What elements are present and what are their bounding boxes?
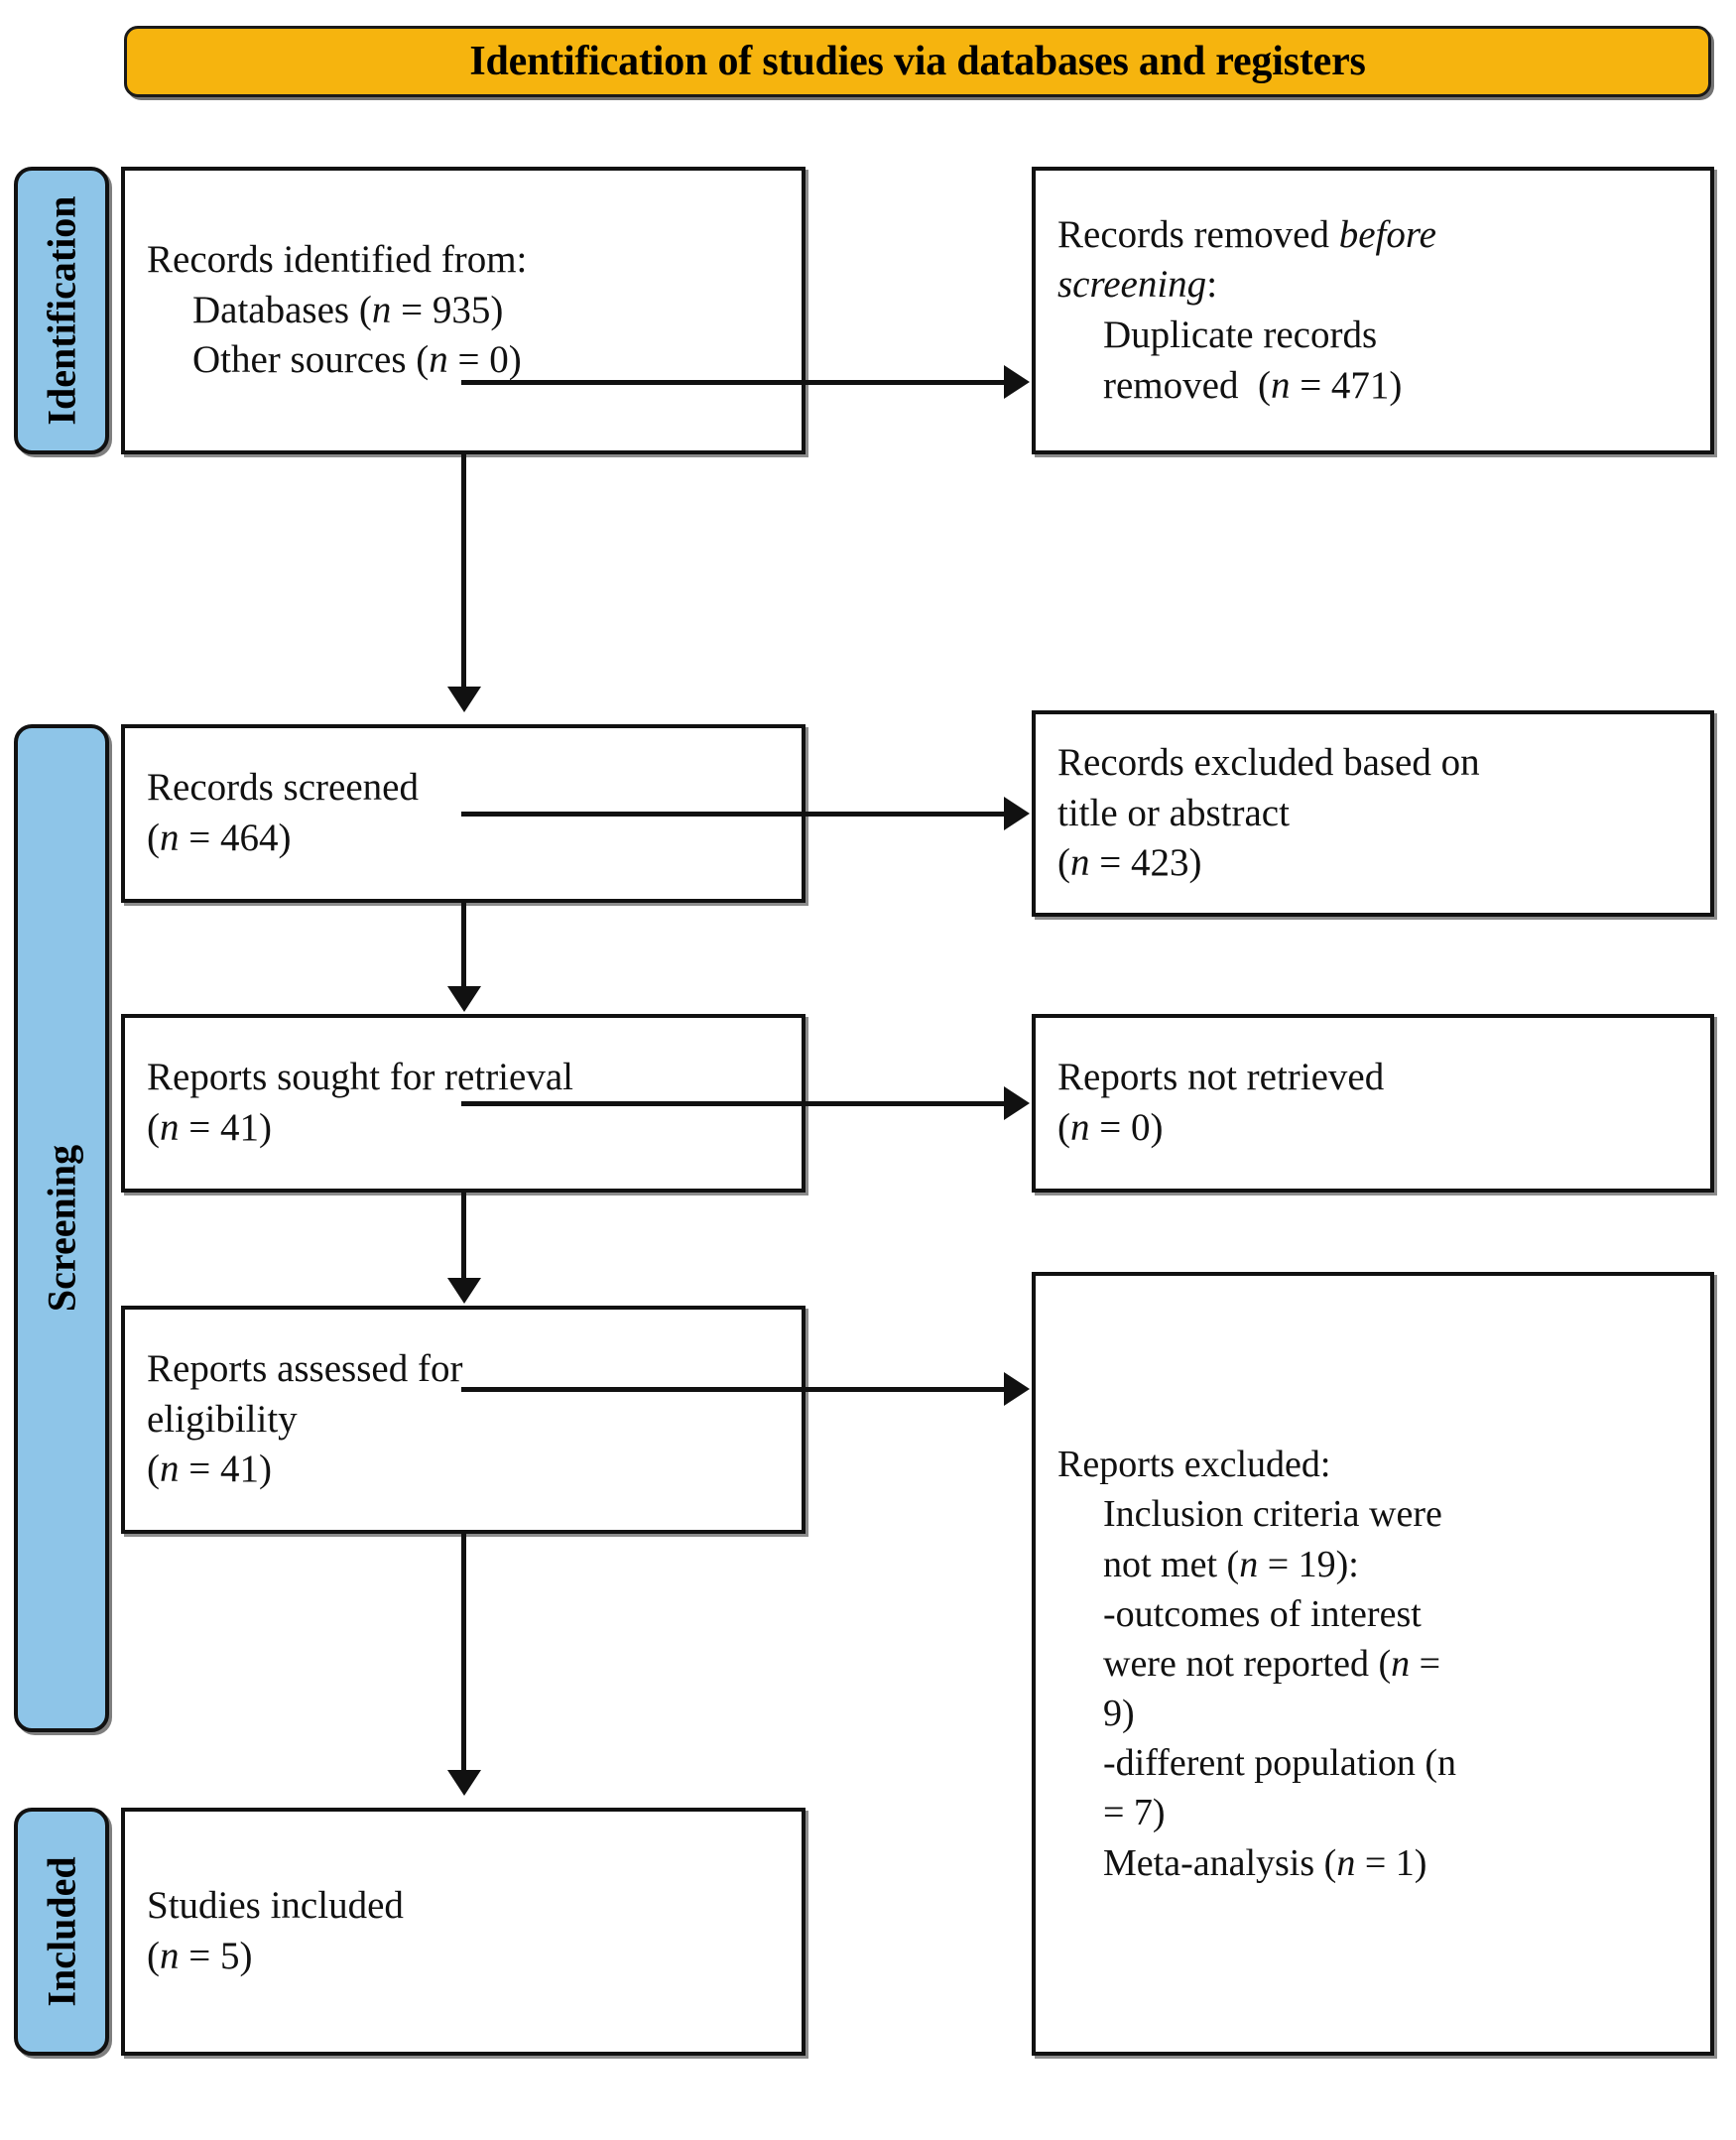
records-screened-label: Records screened: [147, 766, 419, 810]
node-reports-excluded: Reports excluded: Inclusion criteria wer…: [1032, 1272, 1714, 2056]
connector-identified-to-removed-line: [461, 380, 1007, 385]
records-removed-line-2: screening:: [1057, 260, 1688, 311]
records-removed-line-1: Records removed before: [1057, 210, 1688, 261]
node-reports-assessed-body: Reports assessed for eligibility (n = 41…: [125, 1344, 802, 1495]
connector-screened-to-excluded-ta-line: [461, 812, 1007, 817]
connector-sought-to-not-retrieved-arrow: [1004, 1086, 1030, 1120]
connector-assessed-to-excluded-line: [461, 1387, 1007, 1392]
reports-not-retrieved-label: Reports not retrieved: [1057, 1056, 1385, 1099]
node-records-screened-body: Records screened (n = 464): [125, 763, 802, 863]
reports-sought-label: Reports sought for retrieval: [147, 1056, 573, 1099]
records-removed-before-emphasis: before: [1338, 212, 1436, 256]
connector-assessed-to-studies-line: [461, 1534, 466, 1772]
node-studies-included: Studies included (n = 5): [121, 1808, 806, 2056]
connector-identified-to-screened-arrow: [447, 687, 481, 712]
connector-identified-to-screened-line: [461, 454, 466, 689]
stage-label-screening-text: Screening: [39, 1144, 84, 1313]
records-identified-databases: Databases (n = 935): [192, 288, 504, 331]
node-studies-included-body: Studies included (n = 5): [125, 1881, 802, 1981]
node-records-identified: Records identified from: Databases (n = …: [121, 167, 806, 454]
node-records-removed-body: Records removed before screening: Duplic…: [1036, 210, 1710, 412]
stage-label-included: Included: [14, 1808, 109, 2056]
reports-excluded-population-line-1: -different population (n: [1103, 1742, 1456, 1785]
diagram-header-banner: Identification of studies via databases …: [124, 26, 1711, 97]
node-records-excluded-title-abstract-body: Records excluded based on title or abstr…: [1036, 738, 1710, 889]
records-excluded-ta-count: (n = 423): [1057, 841, 1202, 885]
reports-excluded-inclusion-line-2: not met (n = 19):: [1103, 1543, 1359, 1585]
connector-assessed-to-studies-arrow: [447, 1770, 481, 1796]
connector-sought-to-assessed-line: [461, 1193, 466, 1280]
stage-label-identification-text: Identification: [39, 195, 84, 426]
records-screened-count: (n = 464): [147, 817, 292, 859]
records-removed-line-2-colon: :: [1206, 263, 1218, 307]
reports-assessed-line-2: eligibility: [147, 1397, 298, 1441]
reports-excluded-outcomes-line-3: 9): [1103, 1693, 1135, 1735]
records-removed-duplicate-label: Duplicate records: [1103, 314, 1378, 356]
connector-identified-to-removed-arrow: [1004, 365, 1030, 399]
stage-label-included-text: Included: [39, 1856, 84, 2007]
node-reports-not-retrieved: Reports not retrieved (n = 0): [1032, 1014, 1714, 1193]
node-records-removed-before-screening: Records removed before screening: Duplic…: [1032, 167, 1714, 454]
node-records-identified-body: Records identified from: Databases (n = …: [125, 235, 802, 386]
node-reports-excluded-body: Reports excluded: Inclusion criteria wer…: [1036, 1440, 1710, 1887]
node-reports-sought-body: Reports sought for retrieval (n = 41): [125, 1053, 802, 1153]
reports-excluded-population-line-2: = 7): [1103, 1792, 1166, 1834]
reports-excluded-outcomes-line-1: -outcomes of interest: [1103, 1592, 1422, 1635]
node-reports-assessed-for-eligibility: Reports assessed for eligibility (n = 41…: [121, 1306, 806, 1534]
reports-not-retrieved-count: (n = 0): [1057, 1106, 1164, 1149]
node-reports-sought-for-retrieval: Reports sought for retrieval (n = 41): [121, 1014, 806, 1193]
records-excluded-ta-line-1: Records excluded based on: [1057, 740, 1480, 784]
connector-screened-to-sought-line: [461, 903, 466, 988]
stage-label-identification: Identification: [14, 167, 109, 454]
records-identified-line-1: Records identified from:: [147, 237, 528, 281]
reports-assessed-count: (n = 41): [147, 1448, 272, 1491]
connector-assessed-to-excluded-arrow: [1004, 1372, 1030, 1406]
stage-label-screening: Screening: [14, 724, 109, 1732]
reports-excluded-meta-analysis: Meta-analysis (n = 1): [1103, 1841, 1427, 1884]
reports-excluded-title: Reports excluded:: [1057, 1444, 1331, 1486]
connector-sought-to-not-retrieved-line: [461, 1101, 1007, 1106]
connector-sought-to-assessed-arrow: [447, 1278, 481, 1304]
records-removed-screening-emphasis: screening: [1057, 263, 1207, 307]
connector-screened-to-sought-arrow: [447, 986, 481, 1012]
reports-excluded-outcomes-line-2: were not reported (n =: [1103, 1642, 1441, 1685]
node-reports-not-retrieved-body: Reports not retrieved (n = 0): [1036, 1053, 1710, 1153]
connector-screened-to-excluded-ta-arrow: [1004, 797, 1030, 830]
reports-assessed-line-1: Reports assessed for: [147, 1346, 463, 1390]
reports-excluded-inclusion-line-1: Inclusion criteria were: [1103, 1493, 1442, 1536]
studies-included-label: Studies included: [147, 1884, 404, 1928]
records-excluded-ta-line-2: title or abstract: [1057, 791, 1290, 834]
diagram-title: Identification of studies via databases …: [469, 39, 1366, 84]
reports-sought-count: (n = 41): [147, 1106, 272, 1149]
records-identified-other-sources: Other sources (n = 0): [192, 338, 522, 382]
node-records-excluded-title-abstract: Records excluded based on title or abstr…: [1032, 710, 1714, 917]
studies-included-count: (n = 5): [147, 1935, 253, 1977]
records-removed-line-1-plain: Records removed: [1057, 212, 1339, 256]
records-removed-duplicate-count: removed (n = 471): [1103, 363, 1403, 407]
